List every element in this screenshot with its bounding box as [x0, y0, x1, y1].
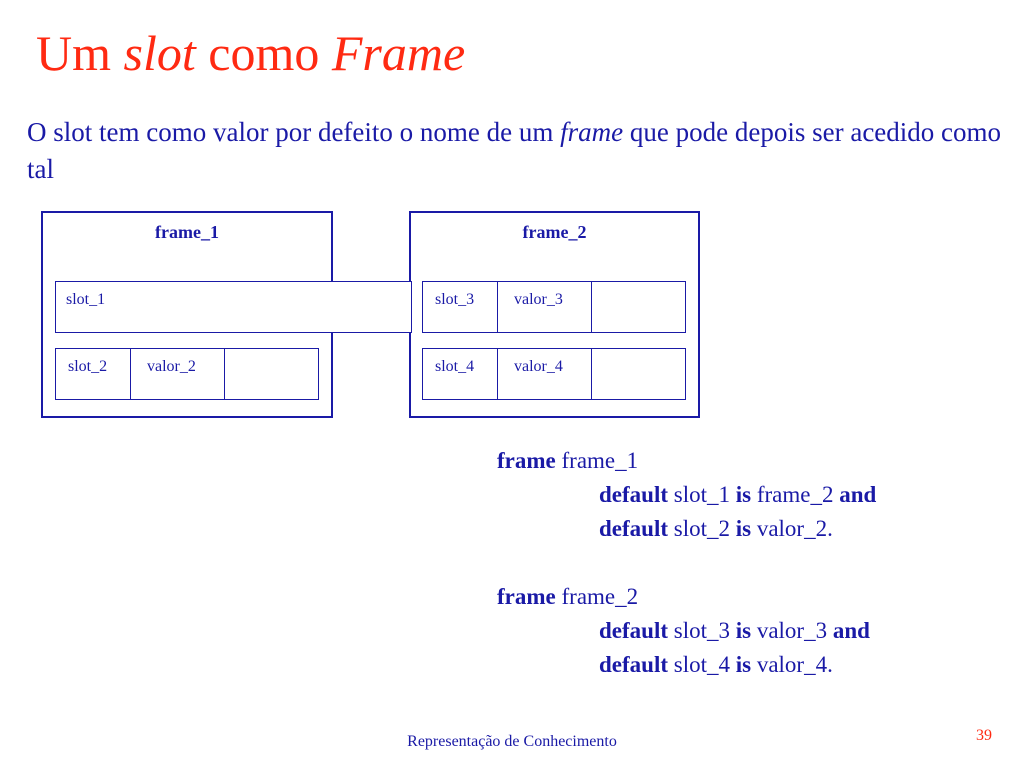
slot-2-row [55, 348, 319, 400]
slot-4-divider-b [591, 348, 592, 400]
code-line-frame2: frame frame_2 [497, 584, 639, 609]
page-number: 39 [976, 727, 992, 744]
slot-4-row [422, 348, 686, 400]
slot-1-row [55, 281, 412, 333]
slot-4-divider-a [497, 348, 498, 400]
slot-3-divider-a [497, 281, 498, 333]
valor-2-label: valor_2 [147, 358, 196, 375]
slide-footer: Representação de Conhecimento [407, 733, 617, 750]
frame-2-label: frame_2 [522, 222, 587, 242]
valor-3-label: valor_3 [514, 291, 563, 308]
valor-4-label: valor_4 [514, 358, 563, 375]
slot-4-label: slot_4 [435, 358, 475, 375]
slot-1-label: slot_1 [66, 291, 106, 308]
slot-2-label: slot_2 [68, 358, 108, 375]
code-line-frame2-default1: default slot_3 is valor_3 and [599, 618, 870, 643]
code-line-frame1: frame frame_1 [497, 448, 639, 473]
slot-2-divider-b [224, 348, 225, 400]
slot-3-label: slot_3 [435, 291, 475, 308]
slide-title: Um slot como Frame [36, 25, 466, 81]
code-line-frame2-default2: default slot_4 is valor_4. [599, 652, 833, 677]
slot-3-divider-b [591, 281, 592, 333]
frame-1-label: frame_1 [155, 222, 219, 242]
code-line-frame1-default2: default slot_2 is valor_2. [599, 516, 833, 541]
slot-3-row [422, 281, 686, 333]
intro-text: O slot tem como valor por defeito o nome… [27, 117, 1002, 184]
code-line-frame1-default1: default slot_1 is frame_2 and [599, 482, 877, 507]
slot-2-divider-a [130, 348, 131, 400]
